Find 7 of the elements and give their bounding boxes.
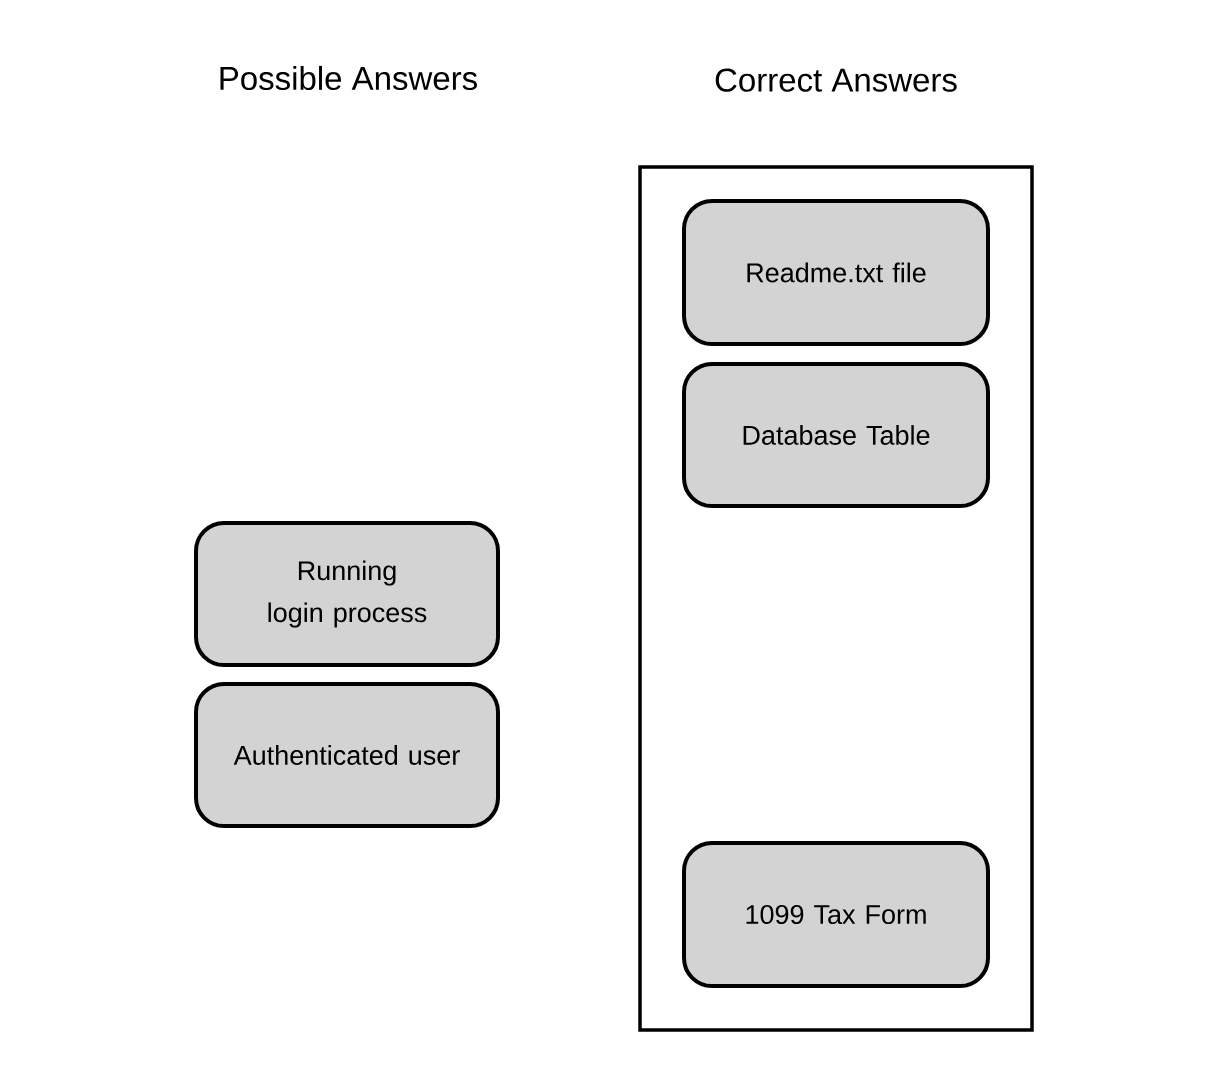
answer-box: Running login process (194, 521, 500, 667)
column-heading: Possible Answers (220, 65, 477, 91)
answer-box: 1099 Tax Form (682, 841, 990, 988)
answer-box: Database Table (682, 362, 990, 508)
answer-box: Readme.txt file (682, 199, 990, 346)
panel-heading: Correct Answers (715, 68, 957, 92)
answer-box: Authenticated user (194, 682, 500, 828)
